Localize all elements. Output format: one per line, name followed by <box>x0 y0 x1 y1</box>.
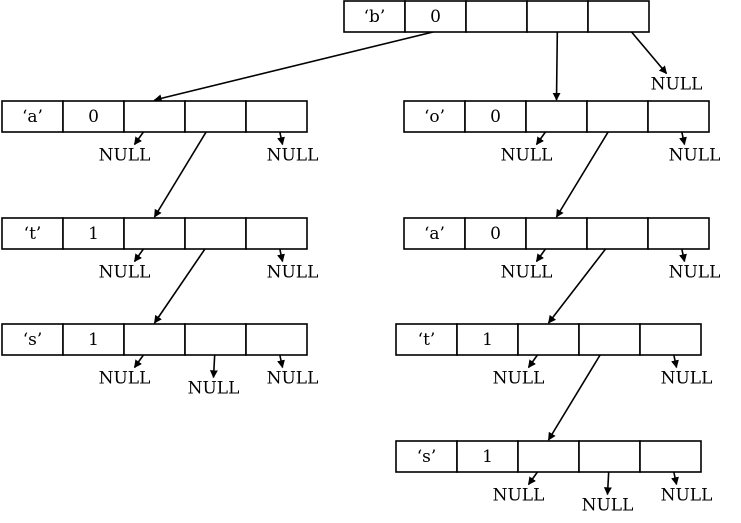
middle-pointer-cell <box>586 217 649 250</box>
pointer-arrow <box>555 116 619 218</box>
null-label: NULL <box>501 263 553 283</box>
char-cell <box>395 440 458 473</box>
middle-pointer-cell <box>184 100 247 133</box>
null-label: NULL <box>267 146 319 166</box>
char-cell <box>343 0 406 33</box>
right-pointer-cell <box>245 323 308 356</box>
left-pointer-cell <box>123 217 186 250</box>
node-char-label: ‘s’ <box>417 447 437 467</box>
trie-node-b: ‘b’ 0 <box>343 0 650 33</box>
left-pointer-cell <box>517 440 580 473</box>
node-flag-label: 1 <box>482 330 493 350</box>
null-label: NULL <box>669 263 721 283</box>
node-flag-label: 0 <box>88 107 99 127</box>
left-pointer-cell <box>517 323 580 356</box>
flag-cell <box>456 440 519 473</box>
null-label: NULL <box>99 263 151 283</box>
null-label: NULL <box>582 496 634 516</box>
trie-node-s2: ‘s’ 1 <box>395 440 702 473</box>
right-pointer-cell <box>639 440 702 473</box>
pointer-arrow <box>153 116 217 218</box>
trie-node-t1: ‘t’ 1 <box>1 217 308 250</box>
node-char-label: ‘a’ <box>22 107 43 127</box>
middle-pointer-cell <box>184 217 247 250</box>
null-label: NULL <box>501 146 553 166</box>
null-label: NULL <box>188 379 240 399</box>
char-cell <box>395 323 458 356</box>
null-label: NULL <box>493 486 545 506</box>
trie-node-s1: ‘s’ 1 <box>1 323 308 356</box>
middle-pointer-cell <box>578 440 641 473</box>
link-t2-middle <box>547 339 611 441</box>
trie-node-a2: ‘a’ 0 <box>403 217 710 250</box>
flag-cell <box>62 217 125 250</box>
trie-node-t2: ‘t’ 1 <box>395 323 702 356</box>
node-char-label: ‘t’ <box>418 330 436 350</box>
right-pointer-cell <box>587 0 650 33</box>
pointer-arrow <box>547 339 611 441</box>
middle-pointer-cell <box>526 0 589 33</box>
trie-node-o: ‘o’ 0 <box>403 100 710 133</box>
node-char-label: ‘o’ <box>424 107 445 127</box>
null-label: NULL <box>651 75 703 95</box>
node-char-label: ‘b’ <box>364 7 386 27</box>
node-char-label: ‘a’ <box>424 224 445 244</box>
right-pointer-cell <box>647 100 710 133</box>
node-flag-label: 1 <box>88 224 99 244</box>
null-label: NULL <box>669 146 721 166</box>
right-pointer-cell <box>639 323 702 356</box>
null-label: NULL <box>493 369 545 389</box>
link-a1-middle <box>153 116 217 218</box>
node-flag-label: 1 <box>88 330 99 350</box>
right-pointer-cell <box>647 217 710 250</box>
node-flag-label: 0 <box>430 7 441 27</box>
right-pointer-cell <box>245 100 308 133</box>
null-label: NULL <box>99 369 151 389</box>
node-char-label: ‘s’ <box>23 330 43 350</box>
left-pointer-cell <box>123 100 186 133</box>
nodes-layer: ‘b’ 0 ‘a’ 0 ‘t’ 1 ‘s’ 1 ‘o’ 0 ‘a’ 0 ‘t’ 1 ‘s’ 1 <box>1 0 710 473</box>
middle-pointer-cell <box>184 323 247 356</box>
middle-pointer-cell <box>586 100 649 133</box>
null-label: NULL <box>267 369 319 389</box>
left-pointer-cell <box>123 323 186 356</box>
null-label: NULL <box>661 369 713 389</box>
link-o-middle <box>555 116 619 218</box>
node-flag-label: 0 <box>490 224 501 244</box>
left-pointer-cell <box>525 217 588 250</box>
null-label: NULL <box>267 263 319 283</box>
flag-cell <box>62 323 125 356</box>
left-pointer-cell <box>525 100 588 133</box>
right-pointer-cell <box>245 217 308 250</box>
node-flag-label: 0 <box>490 107 501 127</box>
null-label: NULL <box>661 486 713 506</box>
node-flag-label: 1 <box>482 447 493 467</box>
char-cell <box>1 323 64 356</box>
trie-node-a1: ‘a’ 0 <box>1 100 308 133</box>
node-char-label: ‘t’ <box>24 224 42 244</box>
char-cell <box>1 100 64 133</box>
middle-pointer-cell <box>578 323 641 356</box>
null-label: NULL <box>99 146 151 166</box>
flag-cell <box>464 217 527 250</box>
left-pointer-cell <box>465 0 528 33</box>
